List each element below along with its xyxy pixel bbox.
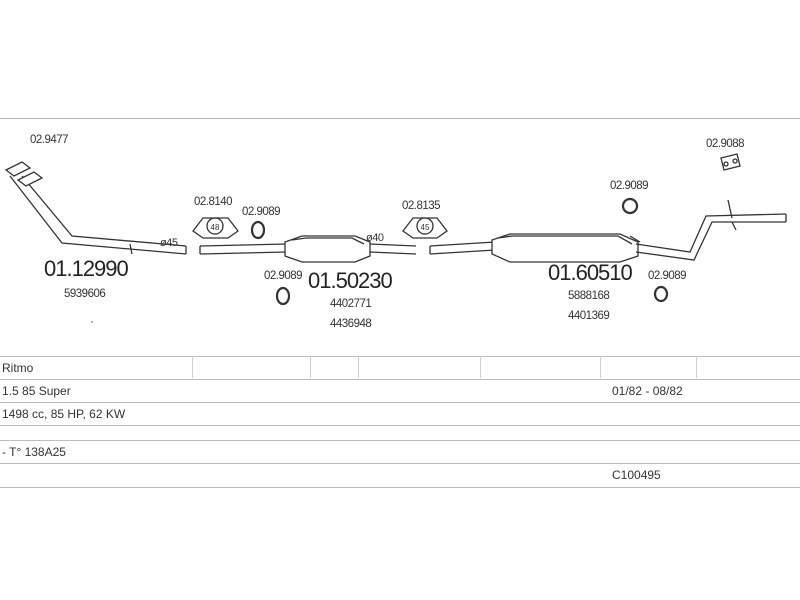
gasket-2-size: 45	[421, 223, 430, 232]
ring-2	[275, 286, 291, 306]
mid-silencer-oe-2: 4436948	[330, 318, 372, 330]
exhaust-system-drawing: 48 45	[4, 153, 787, 323]
ring-1	[250, 220, 266, 240]
gasket-1-size: 48	[211, 223, 220, 232]
rear-silencer-number: 01.60510	[548, 260, 633, 285]
bottom-rule	[0, 487, 800, 488]
table-row	[0, 425, 800, 441]
mid-silencer-oe-1: 4402771	[330, 298, 372, 310]
dates-cell: 01/82 - 08/82	[602, 379, 800, 403]
diameter-45-label: ø45	[160, 237, 178, 249]
ring-3-label: 02.9089	[610, 180, 649, 192]
vehicle-info-table: Ritmo 1.5 85 Super 01/82 - 08/82 1498 cc…	[0, 356, 800, 486]
rear-silencer-oe-2: 4401369	[568, 310, 610, 322]
mid-silencer-number: 01.50230	[308, 268, 393, 293]
ring-3	[621, 197, 639, 215]
ring-1-label: 02.9089	[242, 206, 281, 218]
front-pipe-number: 01.12990	[44, 256, 129, 281]
hanger-label: 02.9088	[706, 138, 745, 150]
gasket-2-label: 02.8135	[402, 200, 441, 212]
mid-silencer	[199, 235, 417, 263]
engine-cell: 1.5 85 Super	[0, 379, 602, 403]
top-rule	[0, 118, 800, 119]
engine-code-cell: - T° 138A25	[0, 440, 800, 464]
spec-cell: 1498 cc, 85 HP, 62 KW	[0, 402, 800, 426]
gasket-48	[192, 217, 239, 239]
gasket-1-label: 02.8140	[194, 196, 233, 208]
front-pipe-oe: 5939606	[64, 288, 106, 300]
ring-2-label: 02.9089	[264, 270, 303, 282]
exhaust-diagram-area: 48 45 02.9477 ø45 01.12990 5939606 02.81…	[0, 118, 800, 488]
model-cell: Ritmo	[0, 356, 800, 380]
table-row: C100495	[0, 463, 800, 486]
clamp-front-label: 02.9477	[30, 134, 69, 146]
ring-4	[653, 285, 669, 303]
rear-silencer	[429, 199, 787, 263]
table-row: Ritmo	[0, 356, 800, 380]
empty-cell	[0, 463, 602, 486]
spacer-cell	[0, 425, 800, 441]
hanger-rubber	[720, 153, 741, 171]
table-row: - T° 138A25	[0, 440, 800, 464]
front-pipe	[4, 161, 187, 255]
gasket-45	[402, 217, 448, 239]
catalog-code-cell: C100495	[602, 463, 800, 486]
rear-silencer-oe-1: 5888168	[568, 290, 610, 302]
table-row: 1.5 85 Super 01/82 - 08/82	[0, 379, 800, 403]
table-row: 1498 cc, 85 HP, 62 KW	[0, 402, 800, 426]
ring-4-label: 02.9089	[648, 270, 687, 282]
diameter-40-label: ø40	[366, 232, 384, 244]
